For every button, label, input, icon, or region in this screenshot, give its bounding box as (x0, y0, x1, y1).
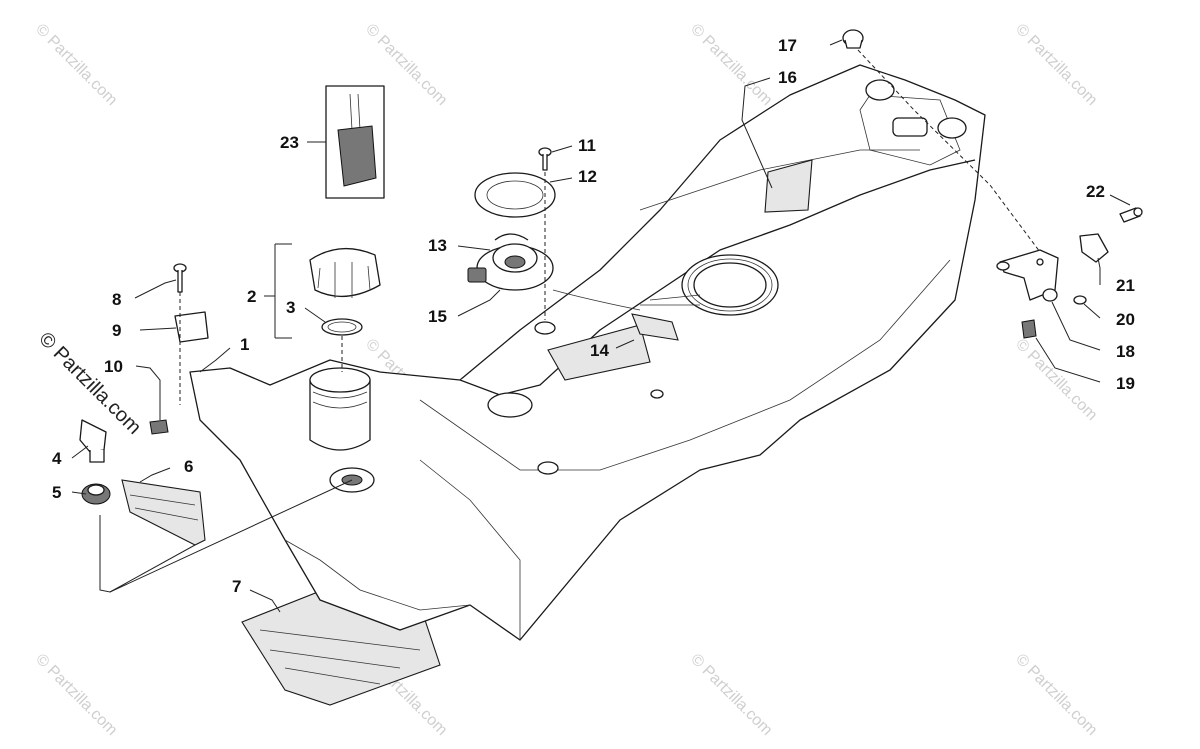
fuel-tank-body (189, 64, 986, 641)
part-13-fuel-pump (467, 233, 679, 341)
filler-neck (309, 367, 375, 493)
watermark: © Partzilla.com (1012, 21, 1100, 109)
part-3-o-ring (321, 318, 363, 336)
callout-2: 2 (247, 287, 256, 306)
part-8-bolt (173, 263, 187, 293)
watermark: © Partzilla.com (1012, 651, 1100, 739)
part-17-plug (842, 29, 864, 49)
callout-1: 1 (240, 335, 249, 354)
part-4-fitting (79, 419, 107, 463)
callout-11: 11 (578, 136, 596, 155)
callout-8: 8 (112, 290, 121, 309)
callout-4: 4 (52, 449, 62, 468)
watermark: © Partzilla.com (1012, 336, 1100, 424)
bracket-assembly (996, 207, 1143, 339)
part-18-nut (1042, 288, 1058, 302)
part-21-clamp (1079, 233, 1109, 263)
part-2-fuel-cap (309, 247, 381, 298)
callout-13: 13 (428, 236, 447, 255)
part-11-screw (538, 147, 552, 171)
part-10-clip (149, 419, 169, 435)
watermark: © Partzilla.com (687, 651, 775, 739)
callout-10: 10 (104, 357, 123, 376)
callout-5: 5 (52, 483, 61, 502)
watermark: © Partzilla.com (32, 21, 120, 109)
leader-lines (71, 39, 1131, 613)
callout-20: 20 (1116, 310, 1135, 329)
part-23-sender-inset (325, 85, 385, 199)
callout-18: 18 (1116, 342, 1135, 361)
callout-19: 19 (1116, 374, 1135, 393)
part-6-side-shield (121, 479, 206, 546)
callout-3: 3 (286, 298, 295, 317)
callout-22: 22 (1086, 182, 1105, 201)
callout-16: 16 (778, 68, 797, 87)
part-20-bolt (1073, 295, 1087, 305)
part-9-bushing (174, 311, 209, 343)
watermark: © Partzilla.com (687, 21, 775, 109)
watermark: © Partzilla.com (32, 651, 120, 739)
callout-labels: 1 2 3 4 5 6 7 8 9 10 11 12 13 14 15 16 1… (52, 36, 1135, 596)
callout-6: 6 (184, 457, 193, 476)
callout-21: 21 (1116, 276, 1135, 295)
callout-9: 9 (112, 321, 121, 340)
callout-14: 14 (590, 341, 609, 360)
part-12-gasket (474, 172, 556, 218)
callout-23: 23 (280, 133, 299, 152)
callout-12: 12 (578, 167, 597, 186)
part-5-grommet (81, 483, 111, 505)
part-16-decal (764, 159, 813, 213)
part-19-clip (1021, 319, 1037, 339)
alignment-lines (179, 49, 1041, 405)
callout-15: 15 (428, 307, 447, 326)
watermark-dark: © Partzilla.com (34, 328, 145, 439)
callout-17: 17 (778, 36, 797, 55)
part-14-panel (547, 324, 651, 381)
callout-7: 7 (232, 577, 241, 596)
